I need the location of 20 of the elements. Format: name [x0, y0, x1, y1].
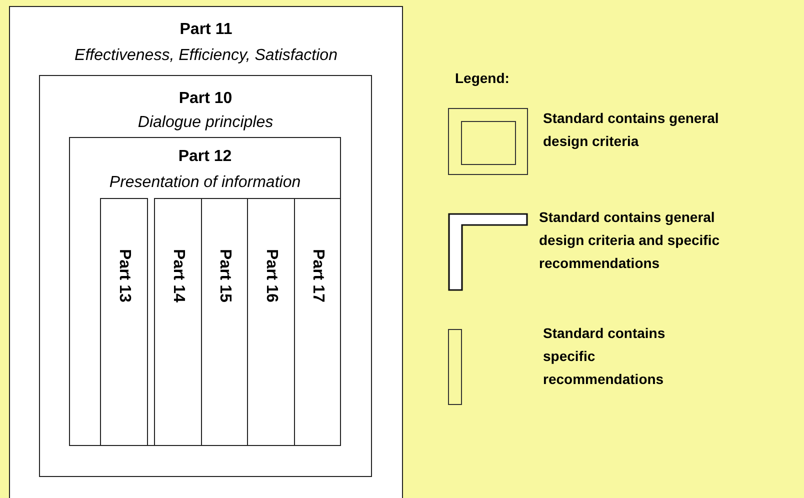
part-title: Part 12 — [177, 148, 233, 166]
part-description: Dialogue principles — [136, 114, 274, 132]
part-description: Presentation of information — [108, 174, 302, 192]
part-label: Part 17 — [308, 249, 328, 302]
part-column — [100, 198, 148, 446]
legend-text: Standard contains general design criteria — [543, 109, 720, 151]
legend-text: Standard contains general design criteria and specific recommendations — [539, 208, 720, 273]
legend-text: Standard contains specific recommendations — [543, 324, 666, 389]
part-description: Effectiveness, Efficiency, Satisfaction — [74, 47, 338, 65]
part-label: Part 14 — [169, 249, 188, 302]
part-frame — [69, 137, 341, 446]
part-title: Part 10 — [178, 90, 234, 108]
part-column — [154, 198, 202, 446]
part-frame — [9, 6, 403, 498]
part-label: Part 15 — [216, 249, 234, 302]
part-frame — [39, 75, 372, 477]
part-title: Part 11 — [178, 21, 234, 39]
part-label: Part 16 — [262, 249, 281, 302]
part-label: Part 13 — [115, 249, 134, 302]
legend-title: Legend: — [455, 70, 510, 86]
